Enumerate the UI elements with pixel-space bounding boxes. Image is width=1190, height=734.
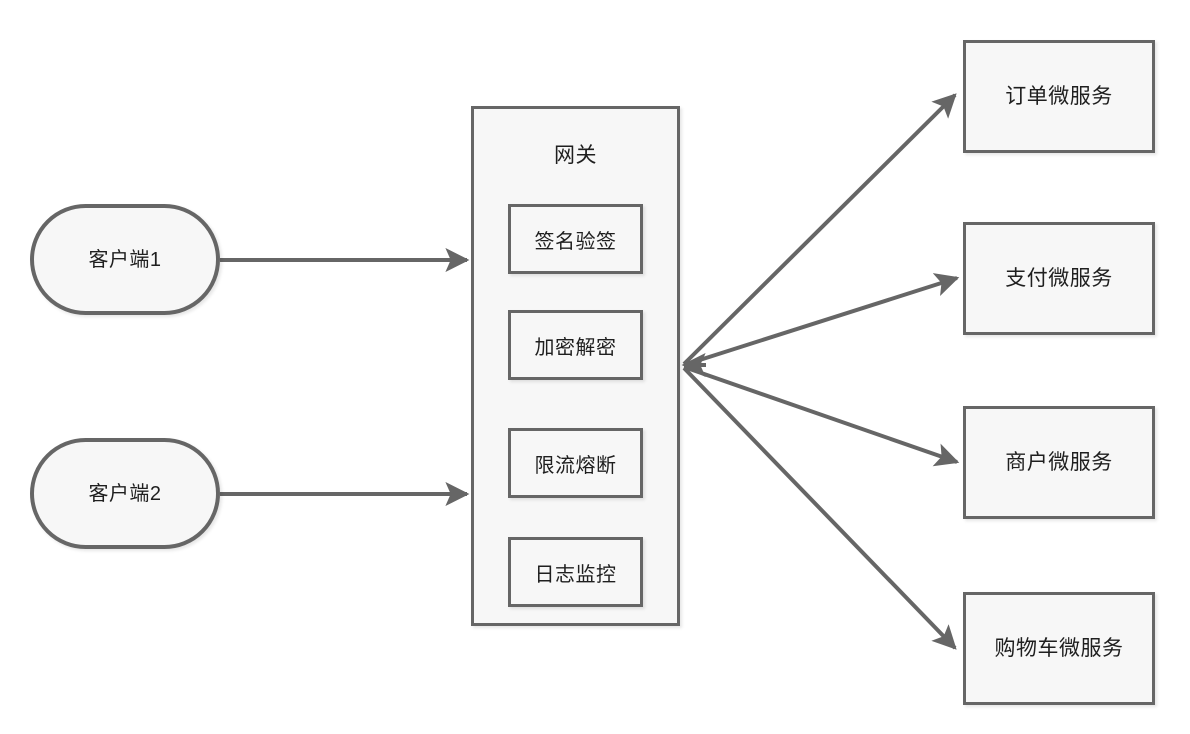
node-merchant-service[interactable]: 商户微服务 bbox=[963, 406, 1155, 519]
node-payment-service-label: 支付微服务 bbox=[1005, 266, 1113, 290]
gateway-item-sign-verify-label: 签名验签 bbox=[534, 230, 617, 253]
gateway-item-rate-limit-circuit-breaker[interactable]: 限流熔断 bbox=[508, 428, 643, 498]
gateway-item-rate-limit-circuit-breaker-label: 限流熔断 bbox=[534, 454, 617, 477]
edge-gateway-to-cart-service bbox=[682, 366, 957, 650]
gateway-item-log-monitor-label: 日志监控 bbox=[534, 563, 617, 586]
node-order-service-label: 订单微服务 bbox=[1005, 84, 1113, 108]
node-client1[interactable]: 客户端1 bbox=[30, 204, 220, 315]
edge-gateway-to-order-service bbox=[682, 93, 957, 366]
node-order-service[interactable]: 订单微服务 bbox=[963, 40, 1155, 153]
gateway-item-sign-verify[interactable]: 签名验签 bbox=[508, 204, 643, 274]
node-client1-label: 客户端1 bbox=[88, 248, 162, 271]
gateway-title: 网关 bbox=[554, 144, 597, 167]
node-client2-label: 客户端2 bbox=[88, 482, 162, 505]
node-cart-service-label: 购物车微服务 bbox=[994, 636, 1124, 660]
node-client2[interactable]: 客户端2 bbox=[30, 438, 220, 549]
edge-gateway-to-payment-service bbox=[683, 273, 960, 367]
gateway-item-encrypt-decrypt[interactable]: 加密解密 bbox=[508, 310, 643, 380]
edge-gateway-to-merchant-service bbox=[683, 365, 960, 467]
gateway-item-log-monitor[interactable]: 日志监控 bbox=[508, 537, 643, 607]
node-payment-service[interactable]: 支付微服务 bbox=[963, 222, 1155, 335]
gateway-item-encrypt-decrypt-label: 加密解密 bbox=[534, 336, 617, 359]
node-cart-service[interactable]: 购物车微服务 bbox=[963, 592, 1155, 705]
node-gateway[interactable]: 网关 签名验签 加密解密 限流熔断 日志监控 bbox=[471, 106, 680, 626]
node-merchant-service-label: 商户微服务 bbox=[1005, 450, 1113, 474]
